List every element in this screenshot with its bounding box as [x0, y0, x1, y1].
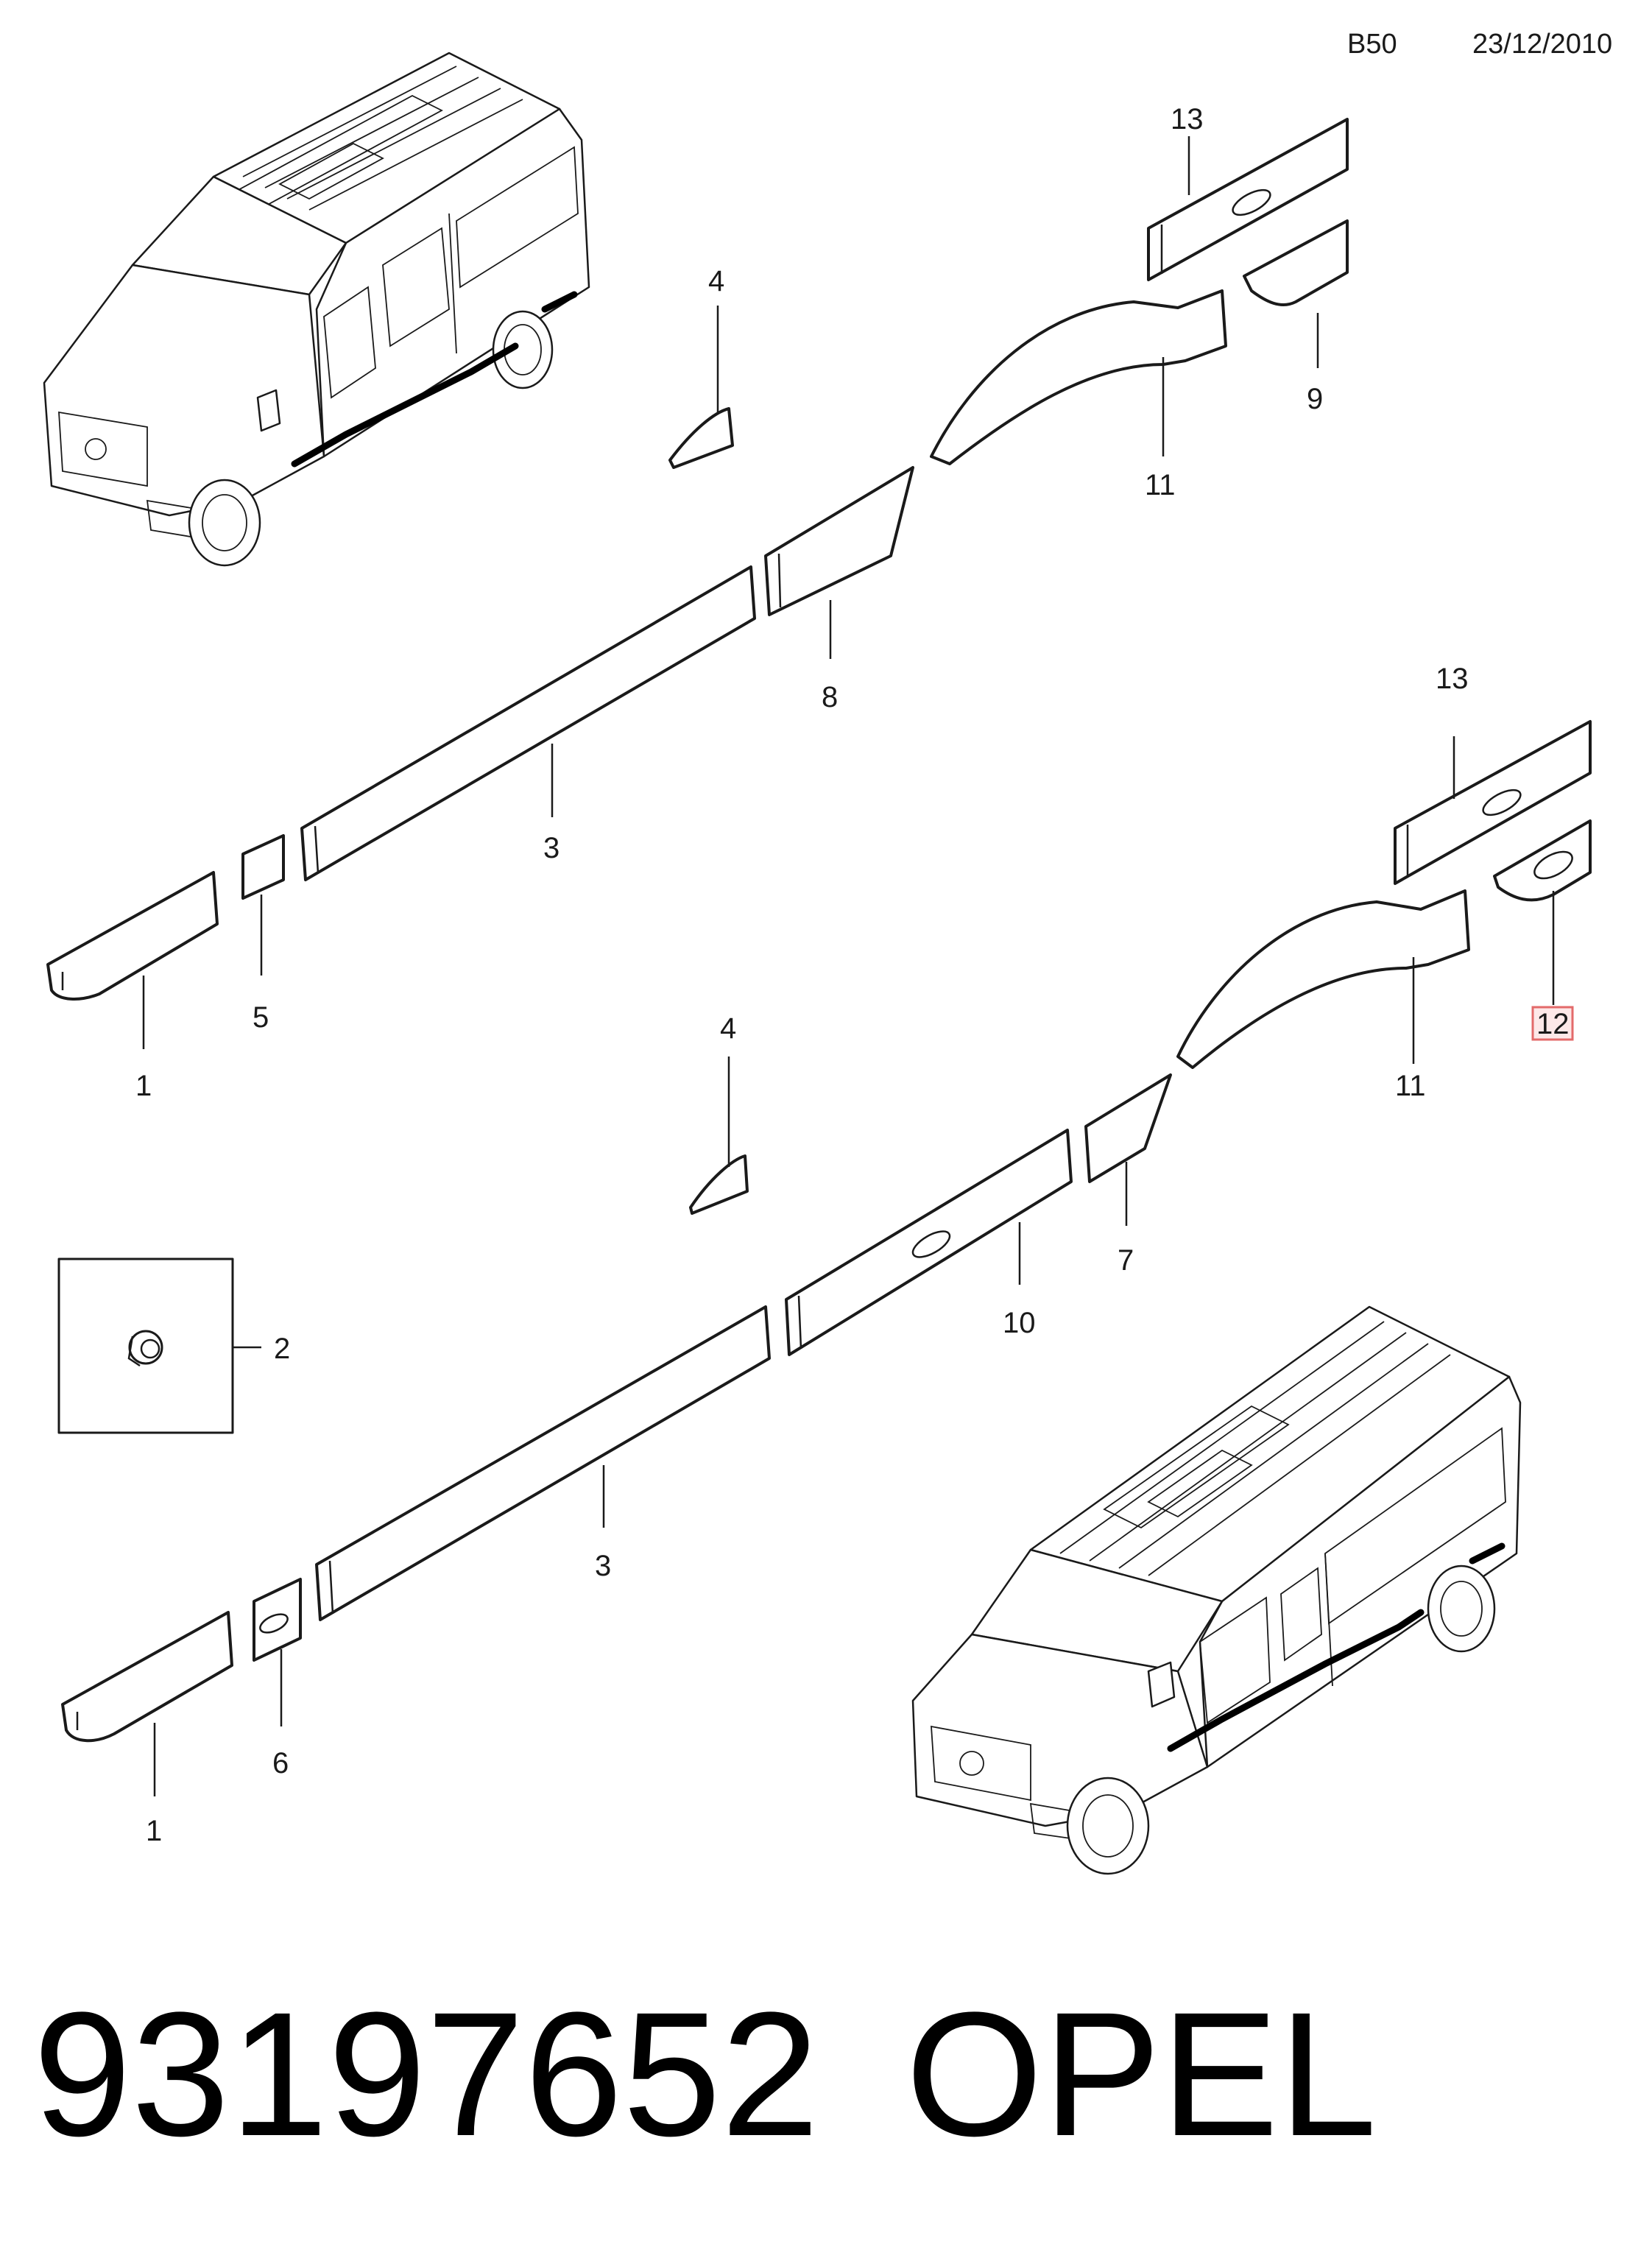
callout-10-bottom: 10	[1003, 1307, 1036, 1339]
callout-12-highlight	[1531, 1006, 1574, 1041]
part-12-bottom	[1493, 819, 1592, 902]
part-11-top	[930, 289, 1227, 465]
part-1-top	[46, 871, 219, 1001]
callout-9-top: 9	[1307, 383, 1323, 415]
part-9-top	[1243, 219, 1349, 306]
callout-13-top: 13	[1171, 103, 1204, 135]
callout-12-bottom: 12	[1536, 1008, 1570, 1040]
part-3-bottom	[315, 1305, 771, 1621]
callout-7-bottom: 7	[1118, 1244, 1134, 1277]
diagram-date: 23/12/2010	[1472, 29, 1612, 60]
part-4-bottom	[689, 1154, 749, 1215]
callout-1-top: 1	[135, 1070, 152, 1102]
callout-3-top: 3	[543, 832, 560, 864]
callout-4-bottom: 4	[720, 1012, 736, 1045]
part-10-bottom	[785, 1129, 1073, 1356]
callout-5-top: 5	[253, 1001, 269, 1034]
part-8-top	[764, 466, 914, 616]
part-3-top	[300, 565, 756, 881]
part-7-bottom	[1084, 1073, 1172, 1183]
callout-13-bottom: 13	[1436, 663, 1469, 695]
van-illustration-bottom	[911, 1305, 1522, 1875]
callout-8-top: 8	[822, 681, 838, 713]
group-code: B50	[1347, 29, 1397, 60]
van-illustration-top	[43, 52, 590, 567]
part-13-top	[1147, 118, 1349, 281]
part-11-bottom	[1176, 889, 1470, 1069]
part-5-top	[241, 834, 285, 900]
part-13-bottom	[1394, 720, 1592, 885]
callout-3-bottom: 3	[595, 1550, 611, 1582]
part-number: 93197652	[33, 1975, 819, 2173]
brand-name: OPEL	[906, 1975, 1377, 2173]
callout-11-bottom: 11	[1395, 1070, 1426, 1102]
callout-11-top: 11	[1145, 469, 1176, 501]
callout-4-top: 4	[708, 265, 724, 297]
callout-1-bottom: 1	[146, 1815, 162, 1847]
callout-2: 2	[274, 1333, 290, 1365]
part-2-clip	[57, 1257, 234, 1434]
part-4-top	[668, 407, 734, 469]
part-6-bottom	[253, 1578, 302, 1662]
callout-6-bottom: 6	[272, 1747, 289, 1779]
part-1-bottom	[61, 1611, 233, 1743]
